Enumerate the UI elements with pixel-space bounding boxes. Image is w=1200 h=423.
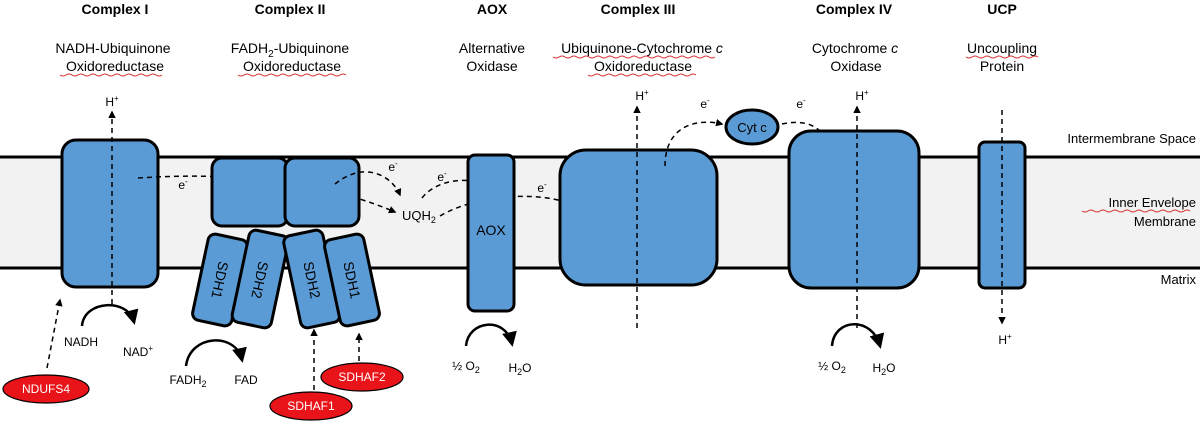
subtitle-ucp-line2: Protein [980, 58, 1024, 74]
sdhaf1-badge [269, 391, 353, 421]
complex-1-nadh-arrow [80, 304, 139, 327]
complex-4-o2-arrow [830, 323, 885, 349]
complex-4-hplus: H+ [855, 88, 869, 103]
svg-text:SDH2: SDH2 [248, 260, 271, 300]
label-nad-plus: NAD+ [123, 344, 153, 359]
aox-box [466, 153, 516, 313]
subtitle-ucp-line1: Uncoupling [967, 40, 1037, 56]
label-matrix: Matrix [1161, 272, 1197, 287]
svg-text:SDH1: SDH1 [340, 260, 363, 300]
complex-3-hplus: H+ [635, 88, 649, 103]
subtitle-c3-line2: Oxidoreductase [594, 58, 692, 74]
complex-2-fadh-arrow [184, 339, 247, 367]
complex-1-hplus: H+ [105, 94, 119, 109]
label-intermembrane-space: Intermembrane Space [1067, 131, 1196, 146]
subtitle-c2-line2: Oxidoreductase [243, 58, 341, 74]
cytc-label: Cyt c [737, 120, 767, 135]
electron-path-c3 [439, 195, 592, 217]
electron-label-c1: e- [178, 177, 188, 192]
ucp-hplus: H+ [998, 332, 1012, 347]
ndufs4-badge [2, 374, 90, 404]
subtitle-c1-line2: Oxidoreductase [66, 58, 164, 74]
cytc-oval [724, 108, 780, 146]
subtitle-c4-line1: Cytochrome c [812, 40, 898, 56]
label-c4-half-o2: ½ O2 [818, 359, 846, 375]
label-fadh2: FADH2 [169, 373, 206, 389]
header-complex-2: Complex II [255, 1, 326, 17]
ndufs4-label: NDUFS4 [22, 382, 70, 396]
aox-o2-arrow [464, 323, 517, 347]
aox-label: AOX [476, 222, 506, 238]
electron-label-c2: e- [388, 159, 398, 174]
complex-2-head-right [283, 156, 361, 228]
ndufs4-arrow [46, 298, 63, 369]
label-membrane: Membrane [1134, 214, 1196, 229]
complex-4-box [787, 129, 921, 290]
header-complex-3: Complex III [601, 1, 676, 17]
electron-label-c3: e- [537, 180, 547, 195]
electron-path-c4 [781, 121, 836, 168]
complex-2-head-left [210, 156, 290, 228]
sdhaf1-label: SDHAF1 [287, 399, 335, 413]
label-aox-half-o2: ½ O2 [452, 359, 480, 375]
header-ucp: UCP [987, 1, 1017, 17]
subtitle-aox-line2: Oxidase [466, 58, 518, 74]
electron-path-c2 [334, 171, 402, 197]
svg-text:SDH1: SDH1 [208, 260, 231, 300]
electron-label-cytc: e- [700, 96, 710, 111]
subtitle-c4-line2: Oxidase [830, 58, 882, 74]
sdhaf2-label: SDHAF2 [338, 370, 386, 384]
label-uqh2: UQH2 [402, 208, 436, 225]
subtitle-c3-line1: Ubiquinone-Cytochrome c [561, 40, 723, 56]
header-complex-4: Complex IV [816, 1, 893, 17]
label-fad: FAD [234, 373, 258, 387]
label-nadh: NADH [64, 335, 98, 349]
subtitle-c2-line1: FADH2-Ubiquinone [231, 40, 350, 60]
sdh1-right-subunit: SDH1 [323, 232, 381, 328]
sdhaf2-badge [320, 362, 404, 392]
label-aox-h2o: H2O [508, 361, 531, 377]
electron-label-c4: e- [796, 96, 806, 111]
subtitle-aox-line1: Alternative [459, 40, 525, 56]
electron-path-cytc [664, 118, 724, 167]
label-c4-h2o: H2O [872, 361, 895, 377]
label-inner-envelope: Inner Envelope [1109, 195, 1196, 210]
sdh2-left-subunit: SDH2 [230, 228, 290, 330]
header-aox: AOX [477, 1, 508, 17]
subtitle-c1-line1: NADH-Ubiquinone [55, 40, 170, 56]
header-complex-1: Complex I [82, 1, 149, 17]
complex-1-box [60, 138, 160, 289]
svg-text:SDH2: SDH2 [300, 260, 323, 300]
complex-3-box [558, 148, 719, 287]
electron-label-aox: e- [437, 169, 447, 184]
